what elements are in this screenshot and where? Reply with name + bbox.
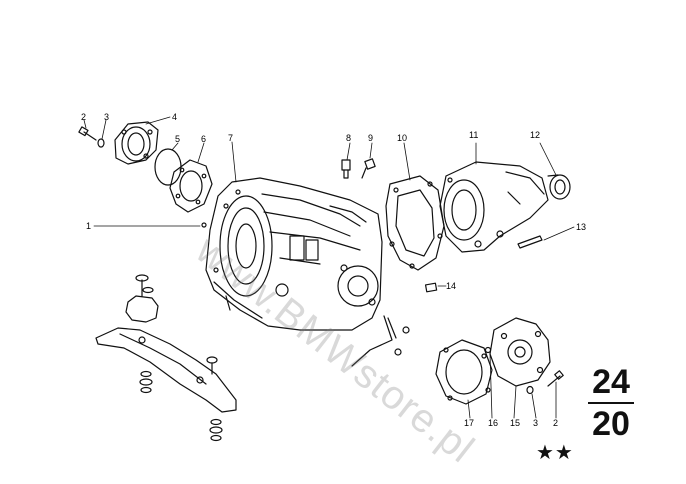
cover-part-4 — [114, 121, 159, 165]
callout-9: 9 — [368, 133, 374, 143]
callout-2: 2 — [81, 112, 87, 122]
pin-part-16 — [484, 346, 492, 354]
callout-10: 10 — [397, 133, 408, 143]
bolt-part-2-lower — [547, 370, 564, 387]
callout-12: 12 — [530, 130, 541, 140]
sensor-part-8 — [341, 159, 351, 179]
callout-13: 13 — [576, 222, 587, 232]
callout-2-lower: 2 — [553, 418, 559, 428]
callout-3-lower: 3 — [533, 418, 539, 428]
pin-part-1 — [201, 222, 207, 228]
mount-rubber — [125, 274, 159, 323]
callout-11: 11 — [469, 130, 479, 140]
cover-gasket-part-17 — [435, 339, 493, 405]
rear-gasket-part-10 — [385, 175, 445, 271]
bracket — [351, 315, 410, 367]
callout-8: 8 — [346, 133, 352, 143]
bolt-part-2 — [78, 126, 97, 141]
callout-7: 7 — [228, 133, 234, 143]
crossmember-bolt — [206, 356, 218, 375]
callout-3: 3 — [104, 112, 110, 122]
callout-14: 14 — [446, 281, 457, 291]
leader-lines — [83, 116, 575, 419]
bolt-part-13 — [517, 235, 543, 249]
group-number: 24 20 — [588, 364, 634, 442]
callout-4: 4 — [172, 112, 178, 122]
o-ring-part-5 — [154, 148, 182, 186]
callout-6: 6 — [201, 134, 207, 144]
nut-stack-right — [209, 418, 223, 442]
washer-part-3 — [97, 138, 105, 148]
group-number-divider — [588, 402, 634, 404]
group-number-bottom: 20 — [592, 405, 630, 443]
nut-stack-left — [139, 370, 153, 394]
callout-1: 1 — [86, 221, 92, 231]
gasket-part-6 — [169, 159, 213, 213]
governor-part-15 — [489, 317, 551, 387]
crossmember — [95, 327, 237, 413]
callout-16: 16 — [488, 418, 499, 428]
seal-part-12 — [547, 174, 571, 200]
plug-part-14 — [424, 282, 438, 293]
callout-15: 15 — [510, 418, 521, 428]
transmission-housing-part-7 — [205, 177, 383, 331]
washer-part-3-lower — [526, 385, 534, 395]
extension-housing-part-11 — [439, 161, 549, 253]
callout-5: 5 — [175, 134, 181, 144]
breather-part-9 — [361, 158, 376, 179]
group-number-top: 24 — [592, 363, 630, 401]
callout-17: 17 — [464, 418, 475, 428]
double-star-marker: ★★ — [536, 440, 574, 464]
